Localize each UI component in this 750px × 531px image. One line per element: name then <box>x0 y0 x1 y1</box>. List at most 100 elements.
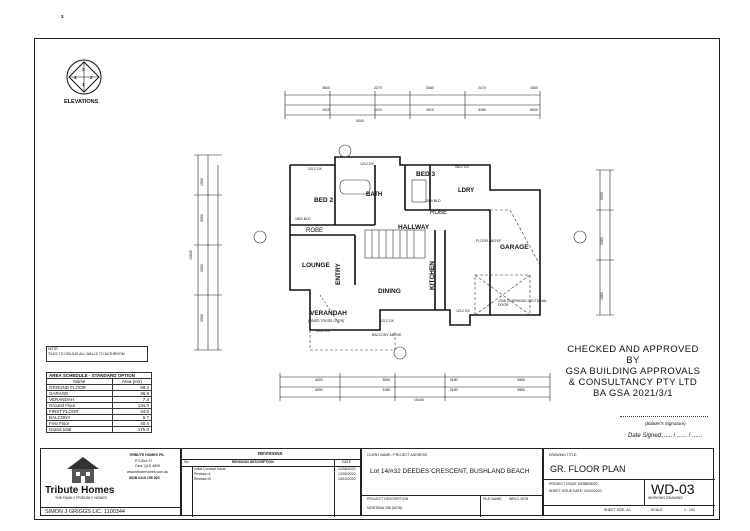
approval-line5: BA GSA 2021/3/1 <box>593 388 673 399</box>
window-label: 1212 OX <box>456 309 470 313</box>
dim: 3180 <box>449 388 458 392</box>
dim: 3080 <box>426 86 434 90</box>
drawing-info-panel: DRAWING TITLE: GR. FLOOR PLAN PROJECT IS… <box>543 448 715 516</box>
scale-label: SCALE: <box>651 508 664 512</box>
elev-key-right: 2 <box>90 75 93 80</box>
floor-above-note: FLOOR ABOVE <box>476 239 501 243</box>
brand-name: Tribute Homes <box>45 485 115 496</box>
elev-key-top: 3 <box>82 67 85 72</box>
dims-top-row1: 3600 2370 3080 2470 4300 <box>300 86 560 93</box>
revision-date: 12/08/2020 <box>338 467 356 471</box>
room-verandah: VERANDAH <box>310 310 347 317</box>
room-robe-left: ROBE <box>306 228 324 234</box>
sheet-issue-date: 20/10/2020 <box>584 489 602 493</box>
room-hallway: HALLWAY <box>398 224 430 231</box>
room-lounge: LOUNGE <box>302 262 330 269</box>
drawing-number: WD-03 <box>651 481 695 497</box>
dim-left: 3560 <box>200 314 204 322</box>
project-desc-label: PROJECT DESCRIPTION <box>367 497 409 501</box>
dim: 4300 <box>530 86 538 90</box>
approval-line2: BY <box>626 355 640 366</box>
tile-note-box: NOTE: TILES TO CEILING ALL WALLS TO BATH… <box>46 346 148 362</box>
window-label: 1800 BLD <box>425 199 441 203</box>
divider <box>480 495 481 517</box>
dim: 4090 <box>314 388 323 392</box>
room-bed2: BED 2 <box>314 197 334 204</box>
revision-date: 19/10/2020 <box>338 477 356 481</box>
room-ldry: LDRY <box>458 188 475 194</box>
client-address: Lot 14/#32 DEEDES CRESCENT, BUSHLAND BEA… <box>370 468 530 475</box>
company-web: www.tributehomes.com.au <box>127 470 169 474</box>
revision-desc: Revision B <box>194 477 211 481</box>
dim-left: 3280 <box>200 264 204 272</box>
dim: 3060 <box>382 378 391 382</box>
revision-date: 12/09/2020 <box>338 472 356 476</box>
dim: 1020 <box>374 108 382 112</box>
client-label: CLIENT NAME / PROJECT ADDRESS <box>367 453 428 457</box>
approval-line3: GSA BUILDING APPROVALS <box>565 366 701 377</box>
dim: 4020 <box>314 378 323 382</box>
verandah-note: (LINED TRUSS OVER) <box>308 319 345 323</box>
date-signed-label: Date Signed: <box>628 433 663 439</box>
window-label: 1212 OX <box>360 162 374 166</box>
company-city: Gins, QLD 4809 <box>135 464 161 468</box>
approval-stamp: CHECKED AND APPROVED BY GSA BUILDING APP… <box>560 344 706 399</box>
window-label: 1212 OX <box>308 167 322 171</box>
room-entry: ENTRY <box>335 263 342 285</box>
page-mark: 3 <box>61 14 64 19</box>
divider <box>41 507 182 508</box>
drawing-title-label: DRAWING TITLE: <box>549 453 578 457</box>
area-schedule: AREA SCHEDULE - STANDARD OPTION Name Are… <box>46 372 153 433</box>
dims-bottom-row1: 4020 3060 3180 5960 <box>285 378 555 385</box>
approval-line4: & CONSULTANCY PTY LTD <box>568 377 698 388</box>
dim: 5960 <box>517 388 526 392</box>
issue-date: 12/08/20 <box>584 482 598 486</box>
floor-plan-drawing <box>194 91 614 401</box>
divider <box>644 479 645 505</box>
elev-key-bottom: 1 <box>82 82 85 87</box>
room-bed3: BED 3 <box>416 171 436 178</box>
sheet-size: SHEET SIZE: A3 <box>604 508 631 512</box>
file-name-label: FILE NAME: <box>483 497 503 501</box>
revisions-panel: REVISIONS No. REVISION DESCRIPTION DATE … <box>181 448 362 517</box>
dim: 3180 <box>382 388 391 392</box>
dim: 3600 <box>322 86 330 90</box>
window-label: 1212 OX <box>316 329 330 333</box>
dim: 2470 <box>478 86 486 90</box>
revision-desc: Initial Concept Issue <box>194 467 226 471</box>
revision-desc: Revision A <box>194 472 211 476</box>
dim-left: 3080 <box>200 214 204 222</box>
dim-right: 1880 <box>600 292 604 300</box>
window-label: 0812 OX <box>455 165 469 169</box>
company-name: TRIBUTE HOMES P/L <box>129 453 165 457</box>
scale-value: 1 : 100 <box>684 508 695 512</box>
drawing-title: GR. FLOOR PLAN <box>550 464 626 474</box>
divider <box>192 466 193 517</box>
drawing-type: WORKING DRAWING <box>648 496 683 500</box>
dims-bottom-row2: 4090 3180 3180 5960 <box>285 388 555 395</box>
room-dining: DINING <box>378 288 401 295</box>
issue-date-label: PROJECT ISSUE DATE: <box>549 482 588 486</box>
room-garage: GARAGE <box>500 244 529 251</box>
company-mob: MOB 0415 155 920 <box>129 476 160 480</box>
schedule-cell: 175.0 <box>111 426 153 433</box>
balcony-above-note: BALCONY ABOVE <box>372 333 402 337</box>
brand-tagline: THE FAMILY FRIENDLY HOMES <box>55 496 107 500</box>
revisions-title: REVISIONS <box>258 451 283 456</box>
approval-line1: CHECKED AND APPROVED <box>567 344 699 355</box>
project-desc: MONTANA 156 (MOD) <box>367 506 403 510</box>
window-label: 1800 BLD <box>295 217 311 221</box>
divider <box>182 466 362 467</box>
tribute-homes-logo-icon <box>67 457 99 483</box>
dim-left-total: 15625 <box>189 250 193 260</box>
divider <box>334 459 335 517</box>
licence: SIMON J GRIGGS LIC. 1100344 <box>45 509 125 515</box>
dim: 3910 <box>426 108 434 112</box>
tile-note: TILES TO CEILING ALL WALLS TO BATHROOM <box>48 352 125 356</box>
dim: 3180 <box>449 378 458 382</box>
file-name: WRLC-0078 <box>509 497 529 501</box>
sheet-issue-label: SHEET ISSUE DATE: <box>549 489 584 493</box>
window-label: 1212 OX <box>380 319 394 323</box>
builders-signature-label: (Builder's Signature) <box>645 421 686 426</box>
elev-key-left: 4 <box>74 75 77 80</box>
